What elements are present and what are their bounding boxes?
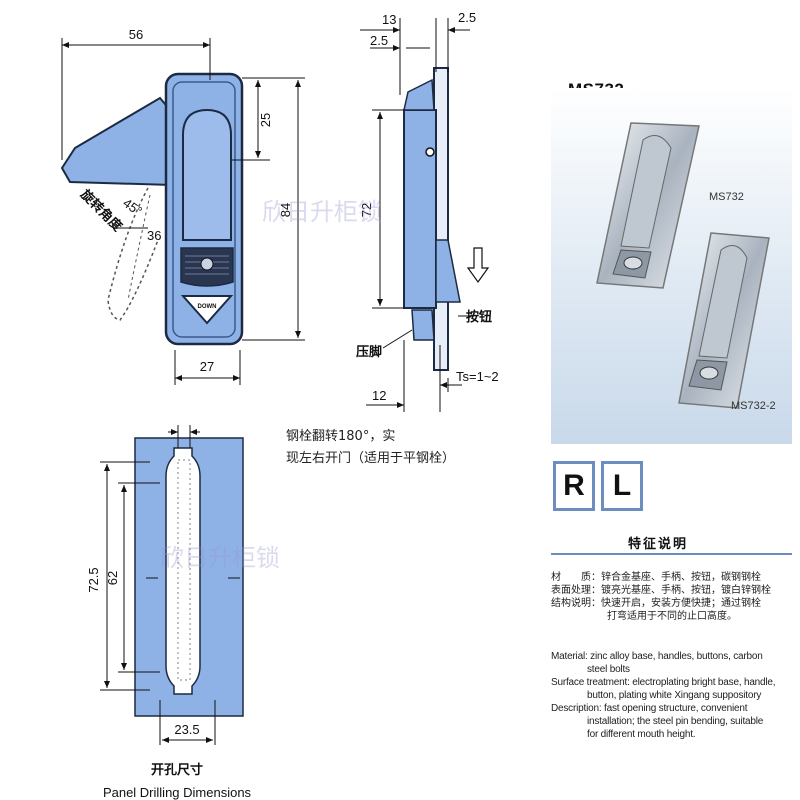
dim-cut-height-inner: 62 bbox=[105, 571, 120, 585]
dim-cut-height-outer: 72.5 bbox=[86, 567, 101, 592]
photo-label-ms732-2: MS732-2 bbox=[731, 400, 776, 412]
handle-slot bbox=[182, 108, 232, 241]
panel-drilling-title-en: Panel Drilling Dimensions bbox=[103, 785, 252, 800]
push-down-icon bbox=[466, 247, 490, 284]
product-photo-panel: MS732 MS732-2 bbox=[551, 88, 792, 444]
feature-en-material-cont: steel bolts bbox=[587, 664, 630, 675]
side-body bbox=[403, 109, 437, 309]
feature-cn-structure: 结构说明：快速开启，安装方便快捷；通过钢栓 bbox=[551, 598, 761, 609]
bolt-note: 钢栓翻转180°，实 现左右开门（适用于平钢栓） bbox=[286, 426, 455, 470]
dim-front-swing: 36 bbox=[147, 228, 161, 243]
button-label: 按钮 bbox=[466, 309, 492, 325]
dim-front-body-width: 27 bbox=[200, 359, 214, 374]
keyhole-icon bbox=[200, 257, 214, 271]
feature-en-surface: Surface treatment: electroplating bright… bbox=[551, 677, 776, 688]
cutout-hole bbox=[165, 447, 201, 695]
feature-cn-structure-cont: 打弯适用于不同的止口高度。 bbox=[607, 611, 737, 622]
option-l-button[interactable]: L bbox=[601, 461, 643, 511]
dim-side-total: 13 bbox=[382, 12, 396, 27]
panel-cutout bbox=[100, 425, 244, 745]
dim-cut-width: 23.5 bbox=[174, 722, 199, 737]
bolt-note-line-1: 钢栓翻转180°，实 bbox=[286, 429, 396, 444]
dim-front-angle: 45° bbox=[120, 195, 145, 219]
dim-side-bottom: 12 bbox=[372, 388, 386, 403]
pressure-foot bbox=[411, 309, 435, 341]
down-arrow-icon bbox=[180, 295, 234, 325]
bolt-note-line-2: 现左右开门（适用于平钢栓） bbox=[286, 451, 456, 466]
handle-wing bbox=[60, 96, 174, 187]
dim-side-offset-right: 2.5 bbox=[458, 10, 476, 25]
dim-side-offset-left: 2.5 bbox=[370, 33, 388, 48]
dim-side-height: 72 bbox=[359, 203, 374, 217]
dim-side-ts: Ts=1~2 bbox=[456, 369, 499, 384]
feature-cn-material: 材 质：锌合金基座、手柄、按钮，碳钢钢栓 bbox=[551, 572, 761, 583]
features-title: 特征说明 bbox=[628, 537, 689, 552]
features-cn: 材 质：锌合金基座、手柄、按钮，碳钢钢栓 表面处理：镀亮光基座、手柄、按钮，镀白… bbox=[551, 571, 796, 623]
button-text: DOWN bbox=[198, 304, 217, 310]
feature-en-surface-cont: button, plating white Xingang suppositor… bbox=[587, 690, 762, 701]
lock-photo-2 bbox=[678, 232, 770, 409]
dim-front-height: 84 bbox=[278, 203, 293, 217]
watermark-2: 欣日升柜锁 bbox=[160, 544, 280, 572]
product-photo bbox=[596, 122, 770, 409]
feature-cn-surface: 表面处理：镀亮光基座、手柄、按钮，镀白锌钢栓 bbox=[551, 585, 771, 596]
feature-en-description-cont-1: installation; the steel pin bending, sui… bbox=[587, 716, 764, 727]
rotation-angle-label: 旋转角度 bbox=[76, 186, 125, 235]
feature-en-description: Description: fast opening structure, con… bbox=[551, 703, 748, 714]
watermark-1: 欣日升柜锁 bbox=[262, 198, 382, 226]
lock-photo-1 bbox=[596, 122, 700, 289]
dim-front-width: 56 bbox=[129, 27, 143, 42]
features-en: Material: zinc alloy base, handles, butt… bbox=[551, 650, 799, 741]
panel-drilling-title-cn: 开孔尺寸 bbox=[151, 762, 203, 778]
side-view bbox=[360, 18, 490, 412]
feature-en-description-cont-2: for different mouth height. bbox=[587, 729, 696, 740]
features-divider bbox=[551, 553, 792, 555]
option-r-button[interactable]: R bbox=[553, 461, 595, 511]
feature-en-material: Material: zinc alloy base, handles, butt… bbox=[551, 651, 763, 662]
dim-front-top-offset: 25 bbox=[258, 113, 273, 127]
photo-label-ms732: MS732 bbox=[709, 191, 744, 203]
front-view: DOWN bbox=[60, 38, 305, 385]
pressure-foot-label: 压脚 bbox=[356, 344, 382, 360]
